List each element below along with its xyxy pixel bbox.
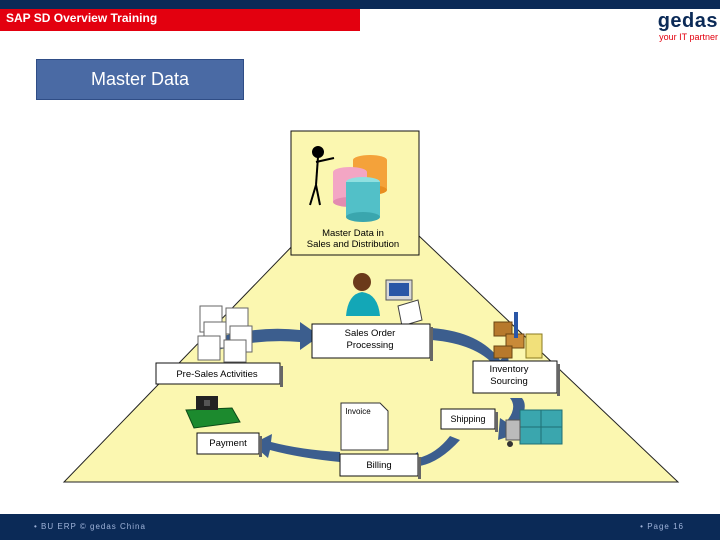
logo-name: gedas	[657, 10, 718, 32]
inventory-box	[472, 360, 558, 394]
invoice-document-icon	[340, 402, 389, 451]
footer-left: • BU ERP © gedas China	[34, 522, 146, 531]
database-icon	[333, 155, 387, 222]
master-data-caption-line2: Sales and Distribution	[307, 239, 399, 250]
presales-label: Pre-Sales Activities	[176, 369, 258, 380]
top-bar	[0, 0, 720, 9]
bottom-bar	[0, 514, 720, 540]
sales-order-box	[311, 323, 431, 359]
billing-label: Billing	[366, 460, 391, 471]
arrow-inventory-to-shipping	[498, 398, 525, 440]
gedas-logo: gedas your IT partner	[658, 11, 718, 42]
stick-figure-icon	[309, 146, 335, 206]
footer-page: • Page 16	[640, 522, 684, 531]
documents-stack-icon	[197, 305, 253, 363]
sales-order-line2: Processing	[347, 340, 394, 351]
warehouse-boxes-icon	[493, 312, 543, 359]
section-title: Master Data	[36, 59, 244, 100]
cash-register-icon	[185, 396, 241, 429]
header-title: SAP SD Overview Training	[0, 9, 360, 31]
arrow-billing-to-payment	[252, 434, 340, 462]
master-data-caption-line1: Master Data in	[322, 228, 384, 239]
arrow-order-to-inventory	[432, 328, 510, 378]
shipping-icon	[505, 409, 563, 447]
inventory-line1: Inventory	[489, 364, 528, 375]
inventory-line2: Sourcing	[490, 376, 528, 387]
shipping-label: Shipping	[450, 414, 485, 424]
logo-tagline: your IT partner	[659, 32, 718, 42]
operator-icon	[346, 273, 423, 327]
invoice-label: Invoice	[345, 407, 371, 416]
sales-order-line1: Sales Order	[345, 328, 396, 339]
payment-label: Payment	[209, 438, 247, 449]
